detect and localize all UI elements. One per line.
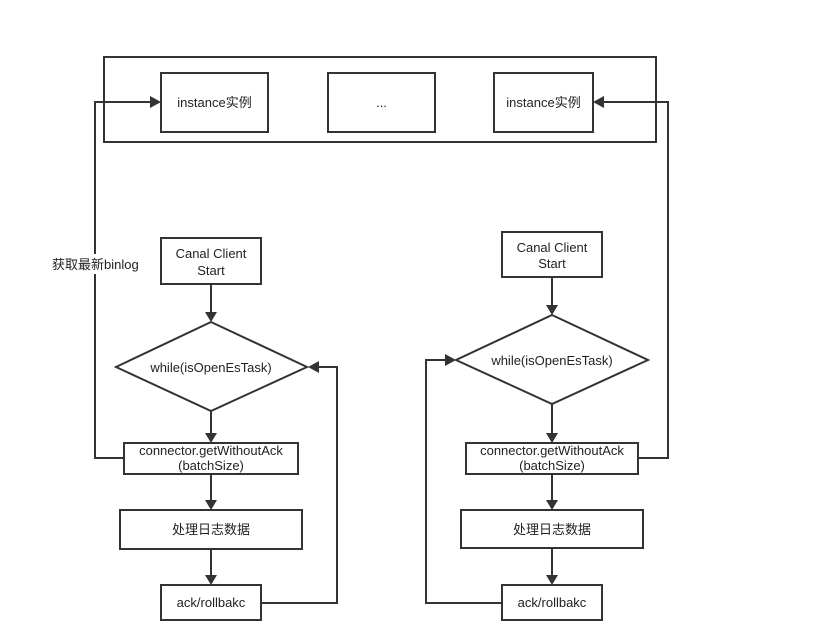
instance-box-left: instance实例 [160,72,269,133]
instance-right-label: instance实例 [506,95,580,110]
instance-box-middle: ... [327,72,436,133]
right-loopback-edge [425,359,502,604]
instance-left-label: instance实例 [177,95,251,110]
right-start-line2: Start [538,256,566,271]
right-binlog-arrowhead [593,96,604,108]
left-process-label: 处理日志数据 [172,522,250,537]
left-arrowhead-process [205,500,217,510]
right-arrowhead-loop [546,305,558,315]
left-arrowhead-ack [205,575,217,585]
right-process-label: 处理日志数据 [513,522,591,537]
left-process-node: 处理日志数据 [119,509,303,550]
right-ack-label: ack/rollbakc [518,595,587,610]
right-loop-decision: while(isOpenEsTask) [453,313,651,406]
left-get-node: connector.getWithoutAck (batchSize) [123,442,299,475]
right-process-node: 处理日志数据 [460,509,644,549]
right-get-node: connector.getWithoutAck (batchSize) [465,442,639,475]
left-loop-decision: while(isOpenEsTask) [113,320,310,413]
right-arrowhead-process [546,500,558,510]
binlog-edge-label: 获取最新binlog [52,257,139,272]
left-loopback-edge [261,366,338,604]
right-binlog-edge [604,101,669,459]
left-arrowhead-loop [205,312,217,322]
left-binlog-arrowhead [150,96,161,108]
edge-label-background [50,254,142,274]
instance-ellipsis-label: ... [376,95,387,110]
instances-container [103,56,657,143]
right-get-line2: (batchSize) [519,458,585,473]
left-start-line2: Start [197,263,225,278]
right-arrowhead-ack [546,575,558,585]
left-start-line1: Canal Client [176,246,247,261]
instance-box-right: instance实例 [493,72,594,133]
right-start-line1: Canal Client [517,240,588,255]
right-start-node: Canal Client Start [501,231,603,278]
left-loop-condition: while(isOpenEsTask) [149,360,271,375]
left-start-node: Canal Client Start [160,237,262,285]
left-ack-node: ack/rollbakc [160,584,262,621]
left-arrowhead-get [205,433,217,443]
left-ack-label: ack/rollbakc [177,595,246,610]
right-loop-condition: while(isOpenEsTask) [490,353,612,368]
left-get-line1: connector.getWithoutAck [139,443,283,458]
right-arrowhead-get [546,433,558,443]
right-get-line1: connector.getWithoutAck [480,443,624,458]
right-ack-node: ack/rollbakc [501,584,603,621]
left-binlog-edge [94,101,150,459]
left-get-line2: (batchSize) [178,458,244,473]
left-loopback-arrowhead [308,361,319,373]
right-loopback-arrowhead [445,354,456,366]
